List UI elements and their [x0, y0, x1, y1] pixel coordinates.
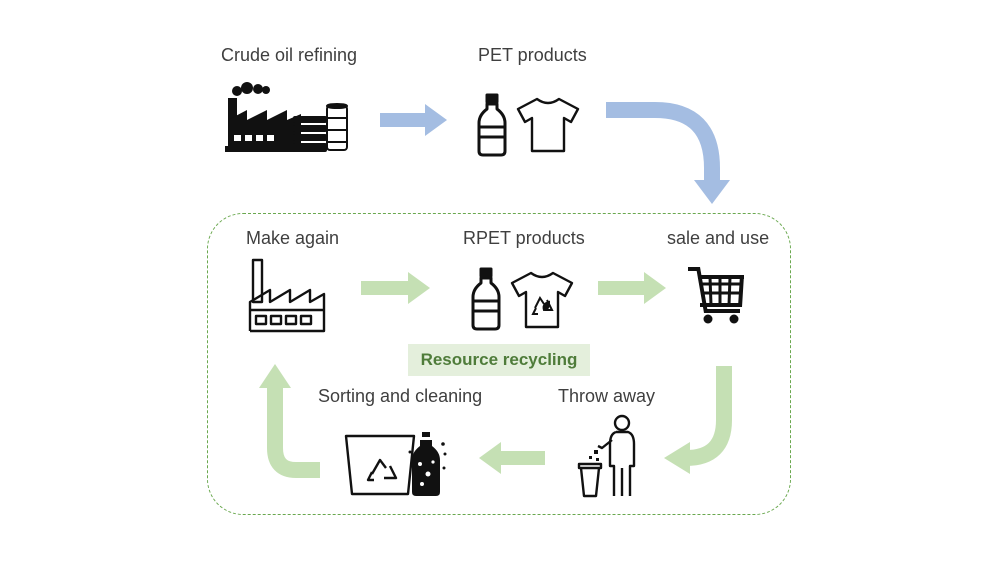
bottle-icon: [477, 93, 507, 157]
arrow-refining-to-pet: [380, 104, 447, 136]
recycling-loop-frame: [207, 213, 791, 515]
label-make-again: Make again: [246, 228, 340, 248]
label-sorting-and-cleaning: Sorting and cleaning: [318, 386, 483, 406]
arrow-rpet-to-sale: [598, 272, 666, 304]
label-throw-away: Throw away: [558, 386, 656, 406]
label-rpet-products: RPET products: [463, 228, 585, 248]
label-pet-products: PET products: [478, 45, 587, 65]
recycle-bin-icon: [344, 432, 447, 496]
label-crude-oil-refining: Crude oil refining: [221, 45, 358, 65]
shopping-cart-icon: [688, 267, 744, 324]
trash-disposal-icon: [577, 414, 636, 498]
arrow-sale-to-throw: [685, 366, 732, 466]
refinery-icon: [225, 82, 348, 152]
arrow-sorting-to-make: [267, 386, 320, 478]
recycle-tshirt-icon: [510, 271, 574, 329]
tshirt-icon: [516, 97, 580, 153]
resource-recycling-label: Resource recycling: [408, 344, 590, 376]
arrow-make-to-rpet: [361, 272, 430, 304]
factory-icon: [248, 258, 326, 333]
label-sale-and-use: sale and use: [667, 228, 770, 248]
arrow-throw-to-sorting: [479, 442, 545, 474]
arrow-pet-to-sale: [606, 102, 720, 182]
rpet-bottle-icon: [471, 267, 501, 331]
